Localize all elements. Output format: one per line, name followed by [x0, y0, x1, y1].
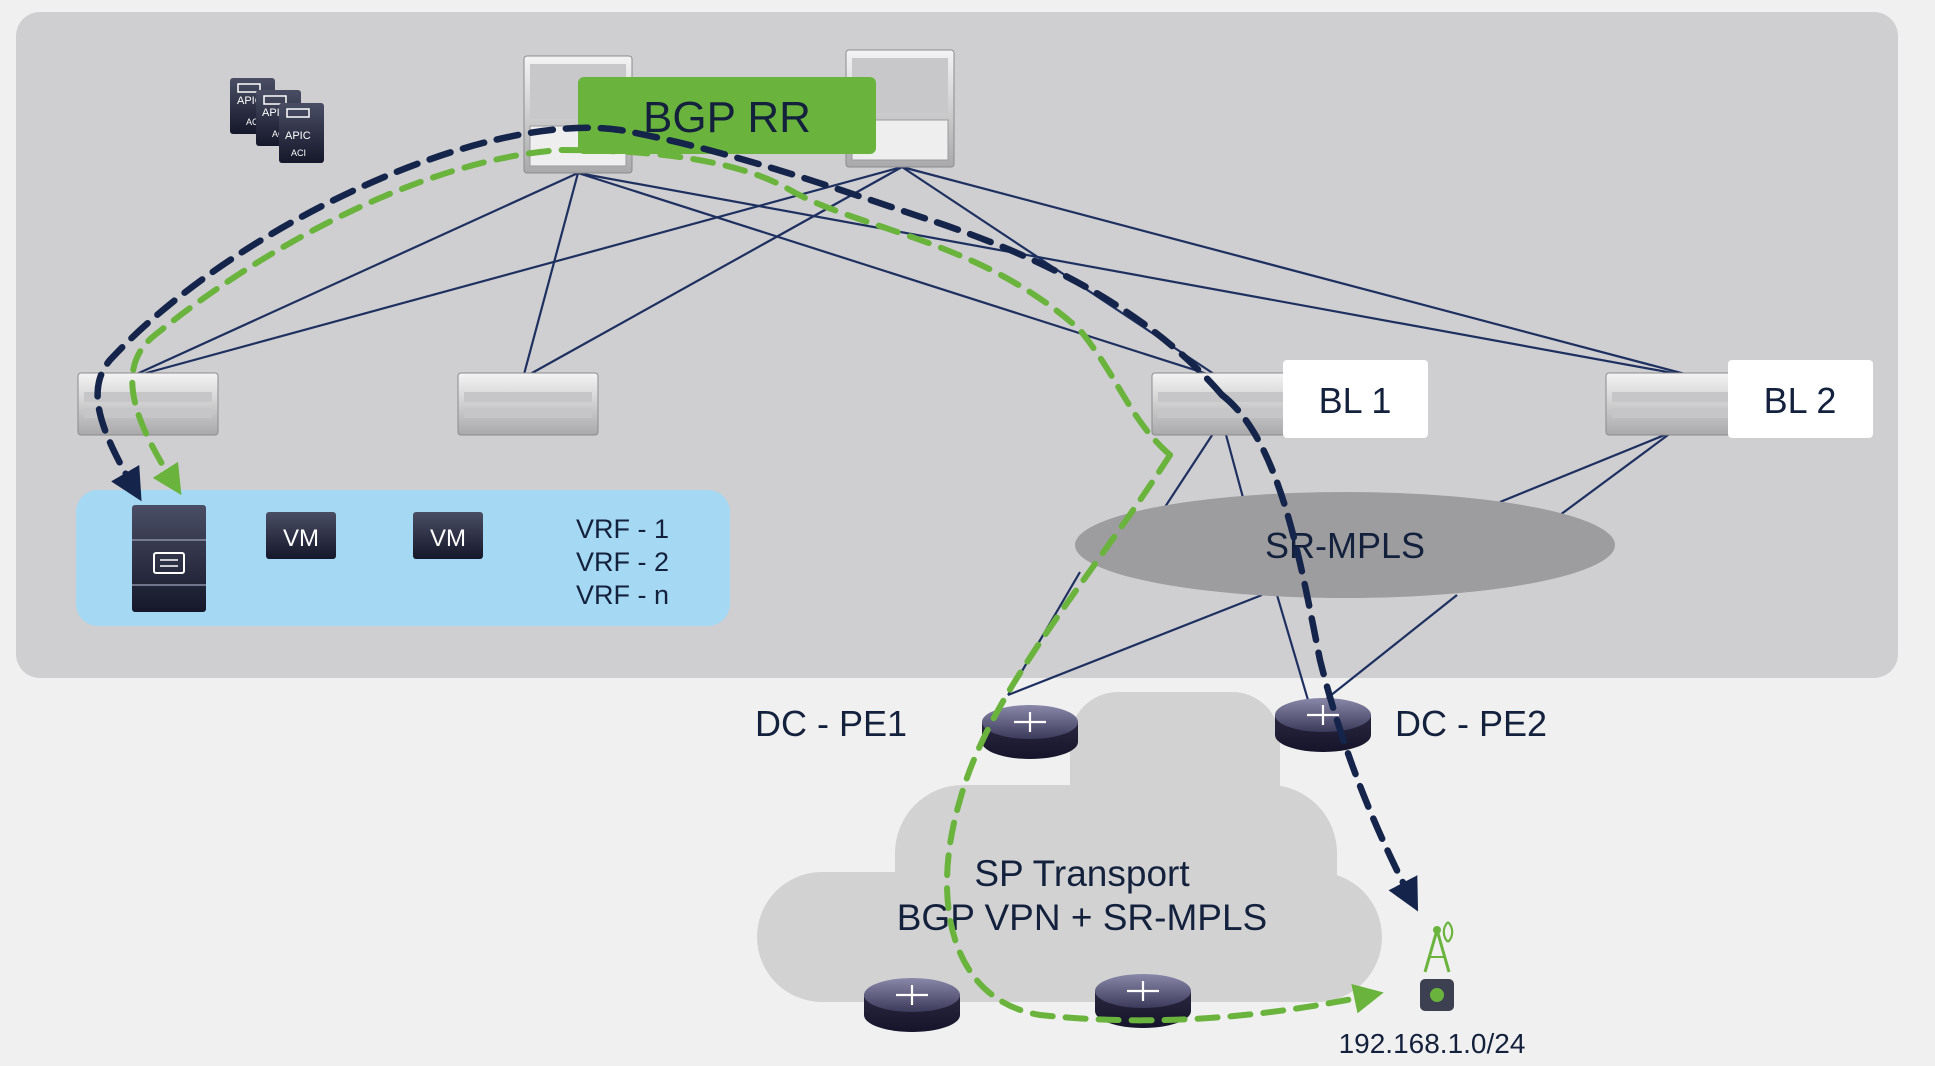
host-vrf-area — [76, 490, 730, 626]
cell-tower-icon — [1420, 921, 1454, 1011]
vm-icon: VM — [413, 512, 483, 559]
sp-transport-subtitle: BGP VPN + SR-MPLS — [897, 897, 1267, 938]
border-leaf-2-label: BL 2 — [1764, 380, 1837, 421]
dc-pe2-label: DC - PE2 — [1395, 703, 1547, 744]
aci-label: ACI — [246, 117, 261, 127]
leaf-switch-icon — [1605, 372, 1747, 436]
border-leaf-1-box — [1283, 360, 1428, 438]
router-icon — [982, 705, 1078, 759]
sp-transport-title: SP Transport — [974, 853, 1190, 894]
vrf-label: VRF - 1 — [576, 514, 669, 544]
fabric-links — [127, 165, 1701, 701]
border-leaf-2-box — [1728, 360, 1873, 438]
sr-mpls-cloud — [1075, 492, 1615, 598]
apic-label: APIC — [285, 130, 311, 142]
border-leaf-1-label: BL 1 — [1319, 380, 1392, 421]
leaf-switch-icon — [1151, 372, 1293, 436]
bgp-rr-label: BGP RR — [643, 93, 811, 142]
data-path-navy — [94, 124, 1419, 912]
vrf-label: VRF - n — [576, 580, 669, 610]
vm-label: VM — [430, 525, 466, 552]
vrf-label: VRF - 2 — [576, 547, 669, 577]
sp-transport-cloud — [757, 692, 1382, 1002]
apic-controller-icon: APIC ACI — [279, 103, 324, 163]
router-icon — [1275, 698, 1371, 752]
bgp-control-path-green — [129, 146, 1384, 1024]
vm-icon: VM — [266, 512, 336, 559]
server-icon — [132, 505, 206, 612]
aci-label: ACI — [291, 148, 306, 158]
router-icon — [864, 978, 960, 1032]
dc-pe1-label: DC - PE1 — [755, 703, 907, 744]
vm-label: VM — [283, 525, 319, 552]
remote-prefix-label: 192.168.1.0/24 — [1339, 1028, 1526, 1059]
leaf-switch-icon — [457, 372, 599, 436]
